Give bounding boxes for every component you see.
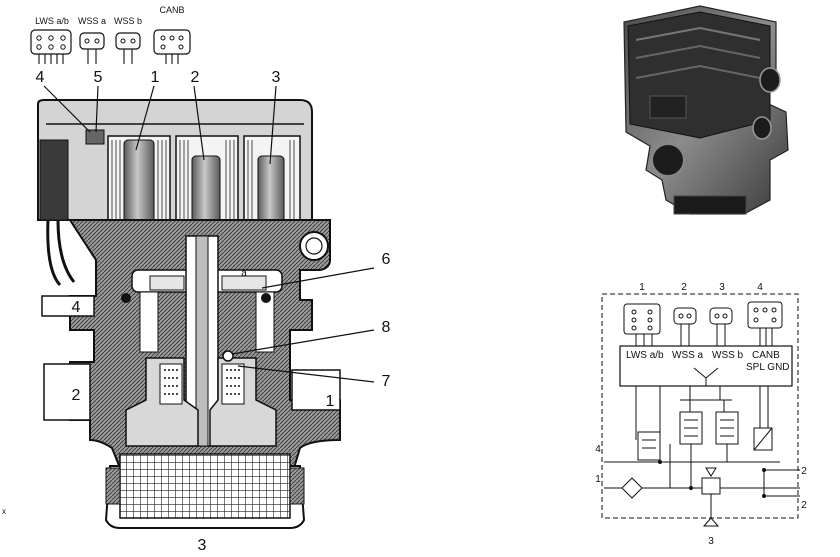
callout-1: 1	[151, 69, 160, 86]
schematic-port-1: 1	[595, 474, 601, 485]
product-photo	[623, 5, 789, 215]
margin-mark: x	[2, 507, 6, 516]
schematic-top-3: 3	[719, 282, 725, 293]
valve-insert-right	[209, 357, 277, 447]
wss-b-label: WSS b	[114, 16, 142, 26]
port-3-label: 3	[198, 537, 207, 552]
valve-insert-left	[125, 357, 199, 447]
port-4-label: 4	[72, 299, 81, 316]
pneumatic-schematic	[601, 293, 800, 527]
connector-wss-a	[79, 32, 105, 64]
lws-label: LWS a/b	[35, 16, 69, 26]
chamber-a-label: a	[241, 268, 247, 279]
callout-8: 8	[382, 319, 391, 336]
connector-lws	[30, 29, 72, 64]
schematic-top-2: 2	[681, 282, 687, 293]
schematic-lws-label: LWS a/b	[626, 350, 664, 361]
wss-a-label: WSS a	[78, 16, 106, 26]
connector-wss-b	[115, 32, 141, 64]
callout-2: 2	[191, 69, 200, 86]
port-1-label: 1	[326, 393, 335, 410]
schematic-spl-gnd-label: SPL GND	[746, 362, 790, 373]
silencer-filter	[104, 453, 306, 529]
schematic-canb-label: CANB	[752, 350, 780, 361]
callout-7: 7	[382, 373, 391, 390]
callout-5: 5	[94, 69, 103, 86]
schematic-port-2-top: 2	[801, 466, 807, 477]
schematic-port-3: 3	[708, 536, 714, 547]
connector-canb	[153, 29, 191, 64]
schematic-wss-a-label: WSS a	[672, 350, 704, 361]
schematic-port-4: 4	[595, 444, 601, 455]
port-2-label: 2	[72, 387, 81, 404]
callout-3: 3	[272, 69, 281, 86]
schematic-top-4: 4	[757, 282, 763, 293]
schematic-wss-b-label: WSS b	[712, 350, 744, 361]
callout-4: 4	[36, 69, 45, 86]
schematic-top-1: 1	[639, 282, 645, 293]
callout-6: 6	[382, 251, 391, 268]
schematic-port-2-bottom: 2	[801, 500, 807, 511]
valve-cross-section	[37, 85, 375, 529]
canb-label: CANB	[159, 5, 184, 15]
